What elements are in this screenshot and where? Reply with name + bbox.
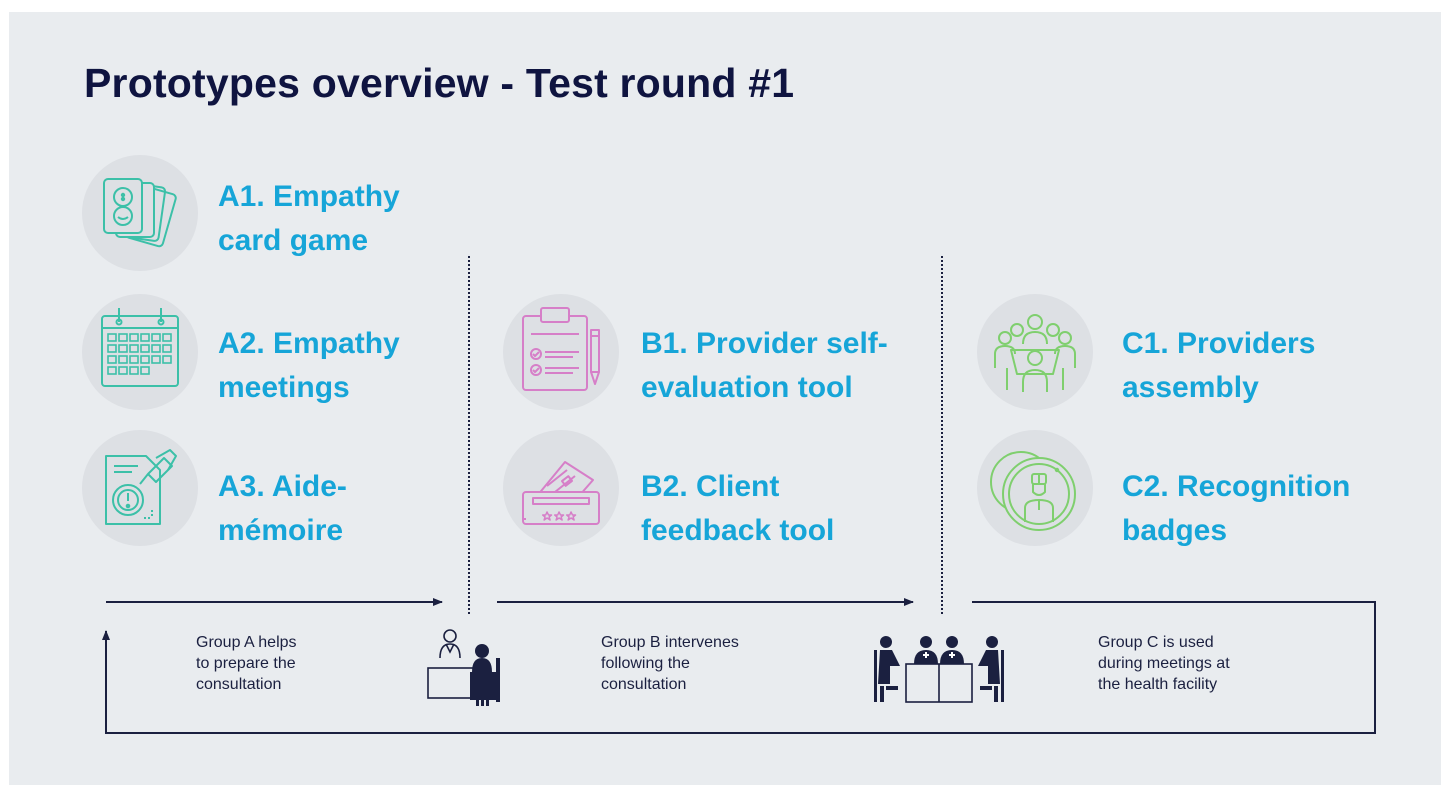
group-a-caption-line-3: consultation: [196, 676, 282, 693]
slide-background: [9, 12, 1441, 785]
prototype-a1-label-line-2: card game: [218, 224, 369, 257]
prototype-b2-label-line-1: B2. Client: [641, 470, 780, 503]
prototype-b1-label-line-1: B1. Provider self-: [641, 327, 888, 360]
card-deck-icon: [82, 155, 198, 271]
group-c-caption-line-1: Group C is used: [1098, 634, 1214, 651]
prototype-a2-label-line-2: meetings: [218, 371, 350, 404]
group-a-caption: Group A helps to prepare the consultatio…: [196, 632, 297, 695]
group-a-caption-line-2: to prepare the: [196, 655, 296, 672]
prototype-b2-label-line-2: feedback tool: [641, 514, 835, 547]
group-c-caption: Group C is used during meetings at the h…: [1098, 632, 1230, 695]
prototype-c2-label-line-2: badges: [1122, 514, 1228, 547]
calendar-icon: [82, 294, 198, 410]
prototype-a3-label-line-2: mémoire: [218, 514, 344, 547]
prototype-c1-label-line-1: C1. Providers: [1122, 327, 1316, 360]
group-b-caption-line-1: Group B intervenes: [601, 634, 739, 651]
feedback-ballot-box-icon: [503, 430, 619, 546]
prototype-b1-label-line-2: evaluation tool: [641, 371, 853, 404]
team-meeting-icon: [874, 636, 1004, 703]
group-b-caption-line-3: consultation: [601, 676, 687, 693]
prototype-c1-label-line-2: assembly: [1122, 371, 1259, 404]
flow-arrow-loop-back: [102, 601, 1376, 734]
group-c-caption-line-3: the health facility: [1098, 676, 1218, 693]
pinned-note-icon: [82, 430, 198, 546]
prototype-a2-label-line-1: A2. Empathy: [218, 327, 400, 360]
page-title: Prototypes overview - Test round #1: [84, 60, 795, 106]
consultation-desk-icon: [427, 629, 500, 706]
separator-b-c: [941, 256, 943, 614]
group-a-caption-line-1: Group A helps: [196, 634, 297, 651]
separator-a-b: [468, 256, 470, 614]
clipboard-checklist-icon: [503, 294, 619, 410]
group-b-caption-line-2: following the: [601, 655, 690, 672]
group-c-caption-line-2: during meetings at: [1098, 655, 1230, 672]
prototype-c2-label-line-1: C2. Recognition: [1122, 470, 1351, 503]
group-b-caption: Group B intervenes following the consult…: [601, 632, 739, 695]
prototype-a1-label-line-1: A1. Empathy: [218, 180, 400, 213]
recognition-badge-icon: [977, 430, 1093, 546]
people-assembly-icon: [977, 294, 1093, 410]
prototype-a3-label-line-1: A3. Aide-: [218, 470, 347, 503]
